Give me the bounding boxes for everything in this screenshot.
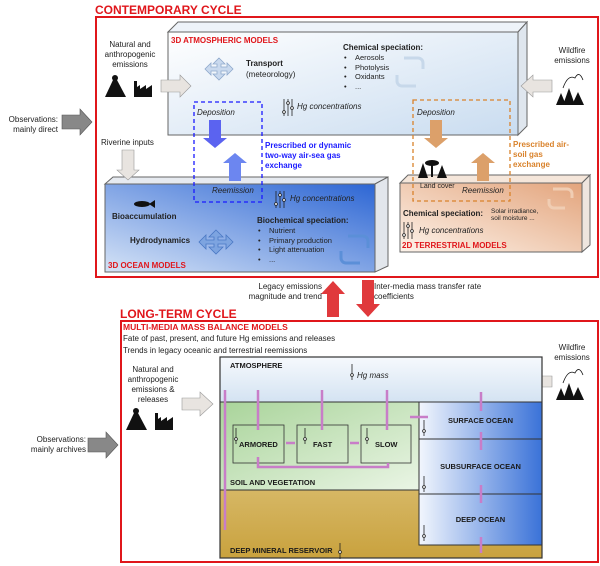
soil-label: SOIL AND VEGETATION (230, 478, 316, 487)
ocean-chem-title: Biochemical speciation: (257, 216, 349, 225)
terr-chem-title: Chemical speciation: (403, 209, 484, 218)
armored-label: ARMORED (239, 440, 278, 449)
terr-chem-detail: Solar irradiance, soil moisture ... (491, 208, 539, 222)
list-item: ... (344, 82, 389, 92)
hydrodynamics-label: Hydrodynamics (130, 236, 191, 245)
bioaccumulation-label: Bioaccumulation (112, 212, 177, 221)
atmos-hg-label: Hg concentrations (297, 102, 362, 111)
list-item: Nutrient (258, 226, 332, 236)
fate-line: Fate of past, present, and future Hg emi… (123, 334, 336, 343)
atmosphere-label: ATMOSPHERE (230, 361, 283, 370)
atmos-chem-list: Aerosols Photolysis Oxidants ... (344, 53, 389, 91)
slow-label: SLOW (375, 440, 398, 449)
longterm-subtitle: MULTI-MEDIA MASS BALANCE MODELS (123, 322, 288, 332)
list-item: Photolysis (344, 63, 389, 73)
deep-ocean-label: DEEP OCEAN (455, 515, 506, 524)
sea-deposition-label: Deposition (197, 108, 235, 117)
soil-deposition-label: Deposition (417, 108, 455, 117)
wildfire-label: Wildfire emissions (554, 46, 590, 65)
observations-archives-label: Observations: mainly archives (30, 435, 86, 454)
hg-mass-label: Hg mass (357, 371, 389, 380)
ocean-title: 3D OCEAN MODELS (108, 261, 186, 270)
transport-label: Transport (246, 59, 283, 68)
transport-sub: (meteorology) (246, 70, 296, 79)
air-soil-exchange-label: Prescribed air-soil gas exchange (513, 140, 570, 169)
list-item: Aerosols (344, 53, 389, 63)
atmos-title: 3D ATMOSPHERIC MODELS (171, 36, 279, 45)
fast-label: FAST (313, 440, 333, 449)
longterm-frame (120, 320, 599, 563)
lt-wildfire-label: Wildfire emissions (554, 343, 590, 362)
ocean-chem-list: Nutrient Primary production Light attenu… (258, 226, 332, 264)
list-item: Oxidants (344, 72, 389, 82)
lt-natural-emissions-label: Natural and anthropogenic emissions & re… (127, 365, 179, 404)
list-item: Light attenuation (258, 245, 332, 255)
land-cover-label: Land cover (420, 183, 455, 190)
observations-direct-label: Observations: mainly direct (8, 115, 58, 134)
contemporary-frame (95, 16, 599, 278)
terr-hg-label: Hg concentrations (419, 226, 484, 235)
soil-reemission-label: Reemission (462, 186, 504, 195)
riverine-label: Riverine inputs (101, 138, 154, 147)
atmos-chem-title: Chemical speciation: (343, 43, 424, 52)
list-item: Primary production (258, 236, 332, 246)
surface-ocean-label: SURFACE OCEAN (447, 416, 513, 425)
contemporary-title: CONTEMPORARY CYCLE (95, 3, 242, 17)
natural-emissions-label: Natural and anthropogenic emissions (104, 40, 156, 69)
deep-mineral-label: DEEP MINERAL RESERVOIR (230, 546, 333, 555)
ocean-hg-label: Hg concentrations (290, 194, 355, 203)
trends-line: Trends in legacy oceanic and terrestrial… (123, 346, 308, 355)
intermedia-label: Inter-media mass transfer rate coefficie… (374, 282, 482, 301)
sea-reemission-label: Reemission (212, 186, 254, 195)
air-sea-exchange-label: Prescribed or dynamic two-way air-sea ga… (265, 141, 352, 170)
longterm-title: LONG-TERM CYCLE (120, 307, 237, 321)
subsurface-ocean-label: SUBSURFACE OCEAN (440, 462, 521, 471)
legacy-emissions-label: Legacy emissions magnitude and trend (248, 282, 322, 301)
terr-title: 2D TERRESTRIAL MODELS (402, 241, 507, 250)
list-item: ... (258, 255, 332, 265)
